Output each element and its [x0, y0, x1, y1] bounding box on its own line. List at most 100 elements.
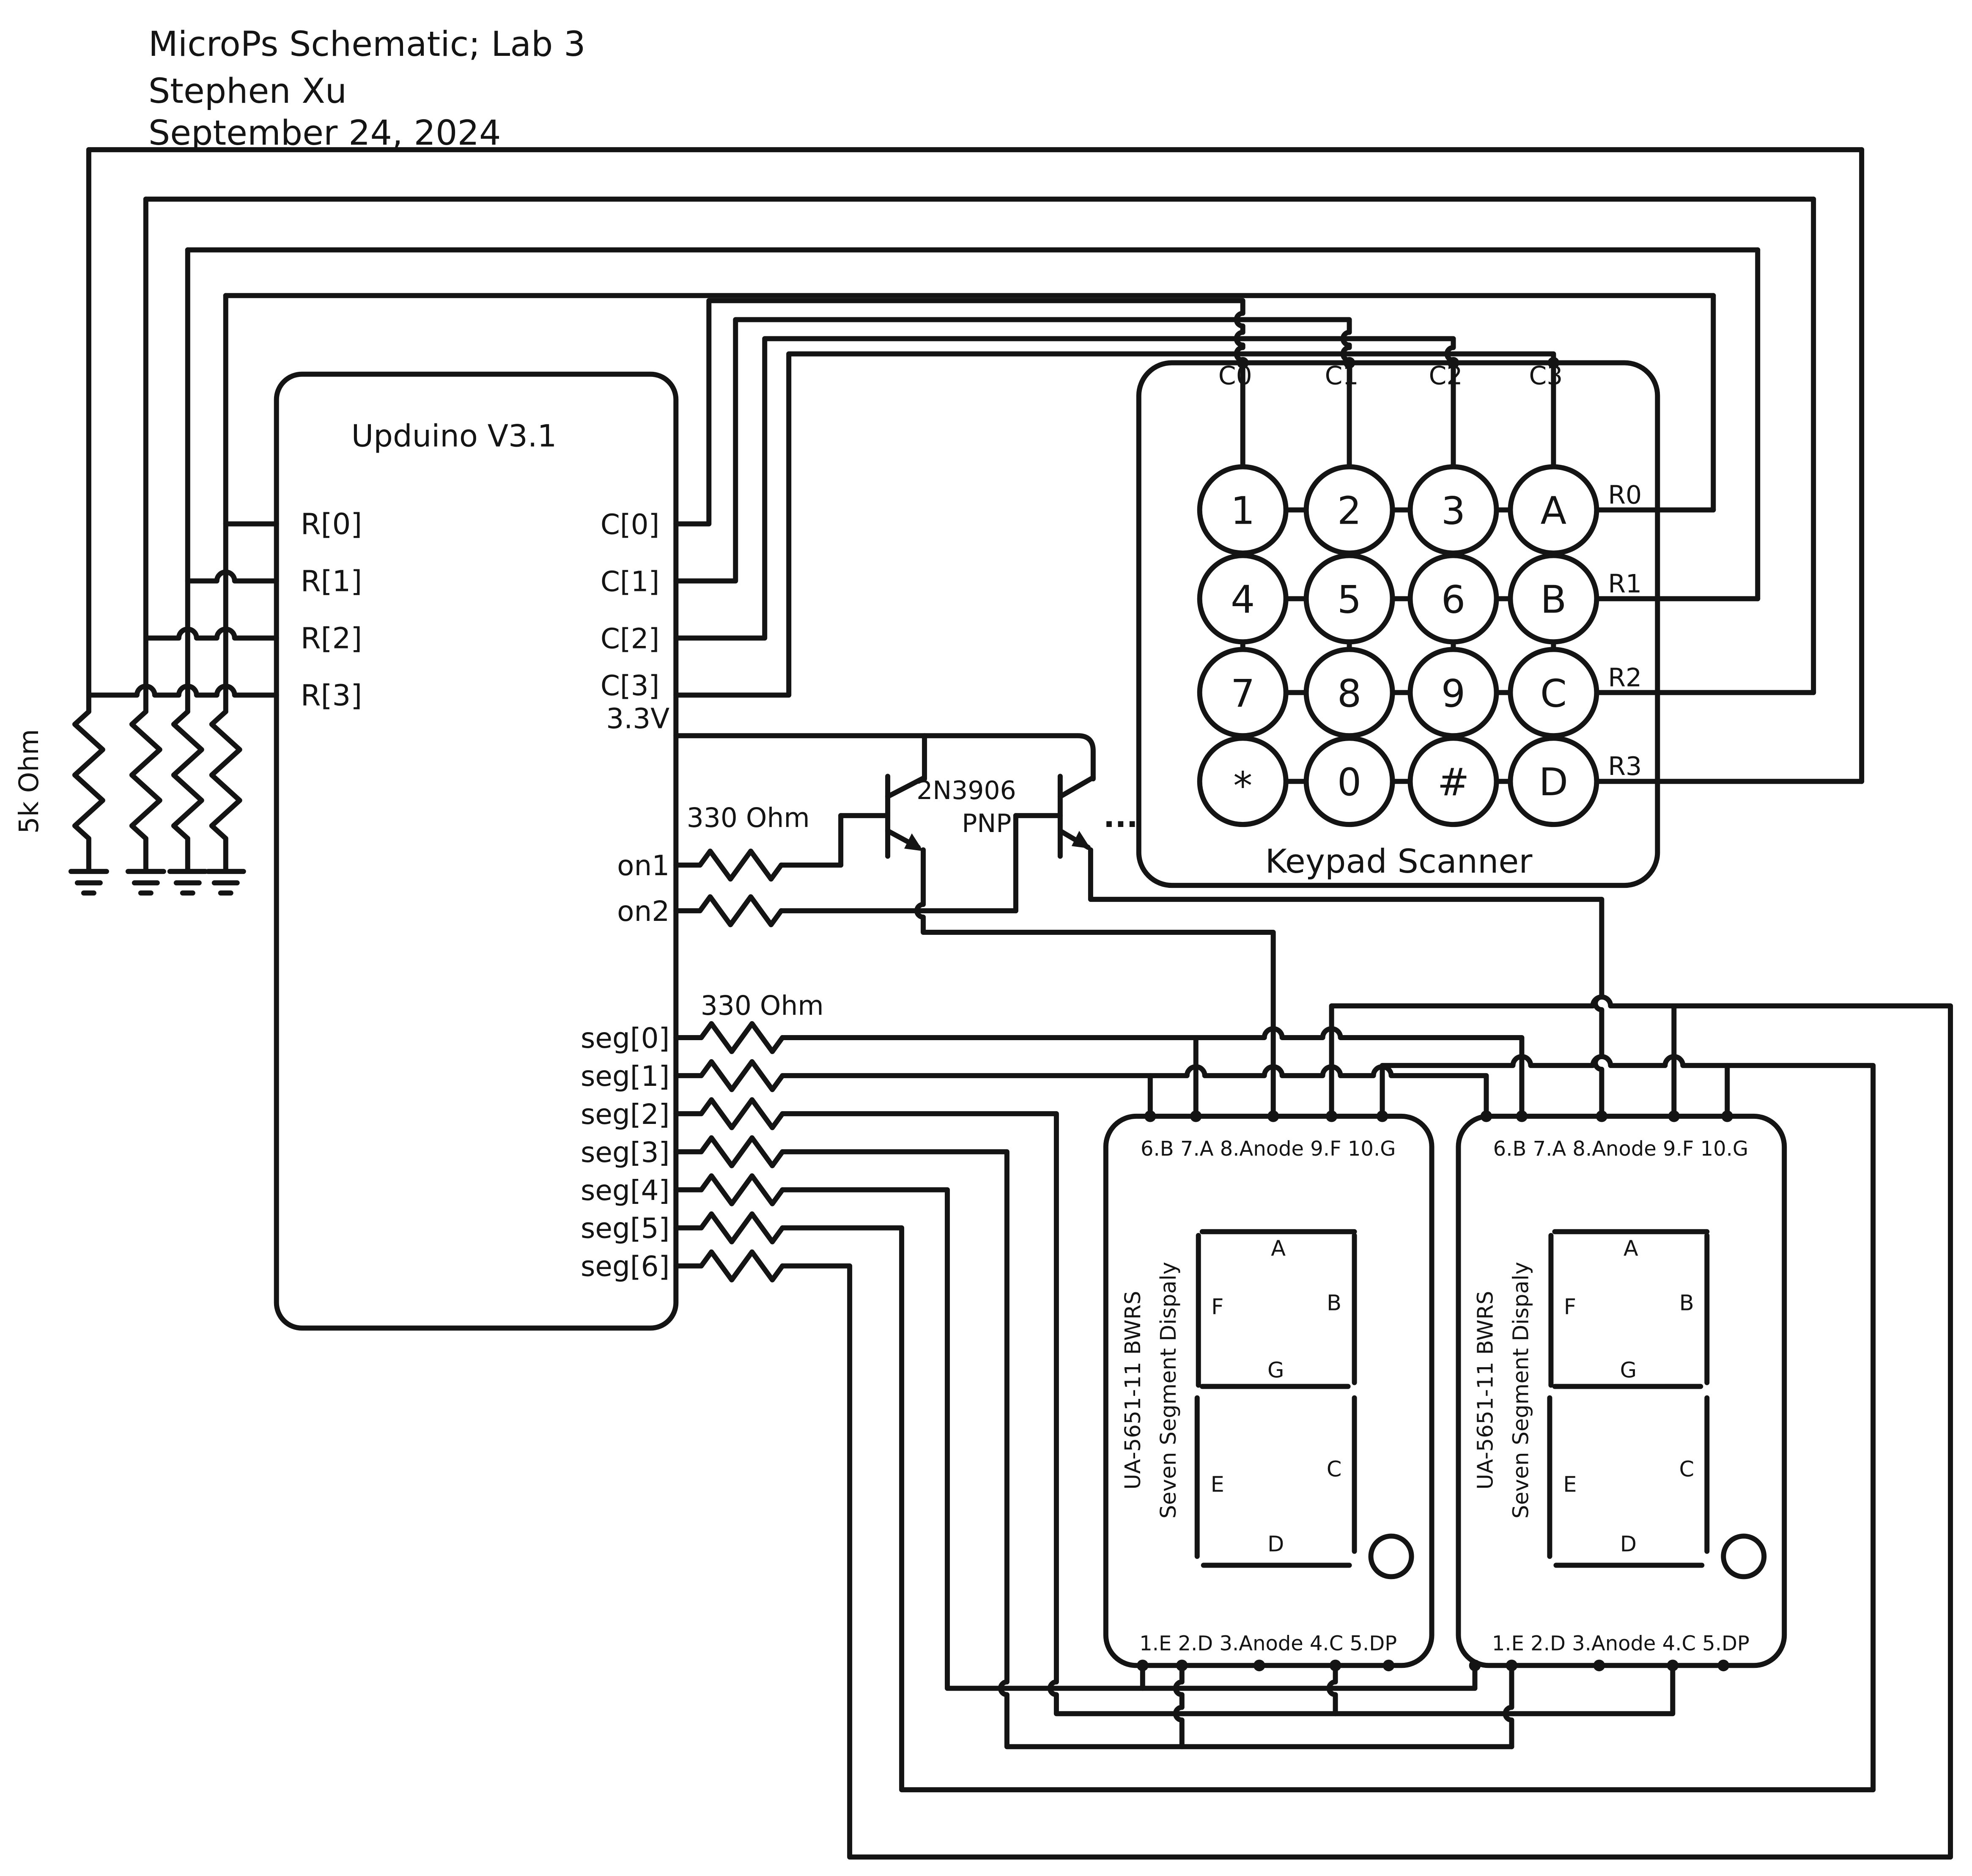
pin-dot: [1668, 1110, 1680, 1122]
keypad-key[interactable]: [1303, 464, 1395, 556]
pullup-resistor-0: [68, 709, 109, 896]
c3-wire: [673, 351, 1556, 698]
label-330-ohm-base: 330 Ohm: [687, 802, 810, 833]
keypad-col-c0: C0: [1218, 361, 1252, 391]
keypad-row-r2: R2: [1608, 663, 1642, 692]
seg5-wire: [780, 1054, 1876, 1793]
seven-segment-display-2-box: [1456, 1113, 1787, 1668]
pin-seg4: seg[4]: [581, 1174, 669, 1207]
pin-dot: [1237, 357, 1249, 369]
keypad-row-r3: R3: [1608, 752, 1642, 781]
display-1-dp-circle: [1368, 1533, 1414, 1579]
d2-seg-e-label: E: [1563, 1472, 1577, 1497]
pin-seg5: seg[5]: [581, 1212, 669, 1245]
d1-seg-b-label: B: [1327, 1291, 1341, 1316]
on2-resistor: [673, 894, 784, 928]
pin-dot: [1253, 1659, 1265, 1672]
d2-seg-f-label: F: [1564, 1295, 1576, 1320]
title-line-3: September 24, 2024: [148, 113, 501, 153]
keypad-title: Keypad Scanner: [1265, 843, 1533, 881]
c1-wire: [673, 317, 1352, 584]
pin-dot: [1516, 1110, 1528, 1122]
keypad-key[interactable]: [1197, 553, 1289, 645]
t2-arrow: [1071, 831, 1091, 849]
keypad-col-c1: C1: [1325, 361, 1359, 391]
pin-3v3: 3.3V: [606, 702, 669, 735]
d1-seg-c-label: C: [1327, 1457, 1342, 1482]
pin-dot: [1329, 1659, 1341, 1672]
display1-type-label: Seven Segment Dispaly: [1156, 1262, 1181, 1519]
display2-type-label: Seven Segment Dispaly: [1508, 1262, 1533, 1519]
pin-dot: [1717, 1659, 1730, 1672]
key-1: 1: [1231, 489, 1255, 533]
pin-c2: C[2]: [601, 622, 660, 655]
key-5: 5: [1337, 577, 1361, 622]
keypad-key[interactable]: [1407, 736, 1499, 827]
t1-arrow: [904, 833, 924, 851]
keypad-key[interactable]: [1303, 736, 1395, 827]
pin-dot: [1596, 1110, 1608, 1122]
d1-seg-g-label: G: [1267, 1358, 1284, 1383]
keypad-key[interactable]: [1508, 464, 1599, 556]
seg1-wire: [780, 1064, 1489, 1119]
keypad-row-r0: R0: [1608, 480, 1642, 510]
pin-dot: [1447, 357, 1459, 369]
pin-dot: [1176, 1659, 1188, 1672]
seg0-resistor: [673, 1021, 785, 1054]
keypad-key[interactable]: [1407, 553, 1499, 645]
pin-dot: [1593, 1659, 1605, 1672]
junction-dots: [1137, 357, 1733, 1672]
seg1-resistor: [673, 1059, 785, 1092]
pin-r1: R[1]: [301, 564, 362, 598]
d2-seg-c-label: C: [1679, 1457, 1694, 1482]
key-9: 9: [1441, 671, 1465, 716]
seg6-resistor: [673, 1249, 785, 1283]
title-line-2: Stephen Xu: [148, 71, 347, 111]
display-2-dp-circle: [1721, 1533, 1767, 1579]
seg3-resistor: [673, 1135, 785, 1168]
key-d: D: [1539, 760, 1568, 805]
keypad-col-c2: C2: [1429, 361, 1463, 391]
pin-r2: R[2]: [301, 621, 362, 655]
key-b: B: [1541, 577, 1567, 622]
pin-dot: [1667, 1659, 1679, 1672]
d1-seg-d-label: D: [1267, 1532, 1284, 1557]
key-8: 8: [1337, 671, 1361, 716]
d2-seg-d-label: D: [1620, 1532, 1637, 1557]
pin-r0: R[0]: [301, 507, 362, 541]
upduino-box: [274, 371, 679, 1331]
seg4-resistor: [673, 1173, 785, 1206]
key-7: 7: [1231, 671, 1255, 716]
pullup-resistor-2: [167, 709, 208, 896]
seg0-wire: [780, 1026, 1525, 1119]
pin-on2: on2: [617, 895, 669, 928]
key-6: 6: [1441, 577, 1465, 622]
pin-dot: [1137, 1659, 1149, 1672]
pullup-resistor-1: [125, 709, 166, 896]
keypad-key[interactable]: [1303, 553, 1395, 645]
pin-seg3: seg[3]: [581, 1136, 669, 1169]
keypad-key[interactable]: [1407, 464, 1499, 556]
d1-c-wire: [1326, 1663, 1338, 1717]
d1-seg-e-label: E: [1211, 1472, 1224, 1497]
d1-seg-f-label: F: [1211, 1295, 1223, 1320]
d1-d-wire: [1173, 1663, 1185, 1750]
display1-top-pins: 6.B 7.A 8.Anode 9.F 10.G: [1141, 1137, 1396, 1161]
pin-dot: [1721, 1110, 1733, 1122]
keypad-key[interactable]: [1197, 736, 1289, 827]
keypad-key[interactable]: [1508, 553, 1599, 645]
title-line-1: MicroPs Schematic; Lab 3: [148, 25, 586, 64]
keypad-key[interactable]: [1197, 464, 1289, 556]
keypad-key[interactable]: [1508, 736, 1599, 827]
d1-seg-a-label: A: [1271, 1236, 1286, 1261]
keypad-col-c3: C3: [1529, 361, 1563, 391]
label-330-ohm-seg: 330 Ohm: [701, 990, 824, 1021]
pin-seg1: seg[1]: [581, 1060, 669, 1093]
d2-seg-a-label: A: [1624, 1236, 1638, 1261]
pin-dot: [1376, 1110, 1388, 1122]
seg2-resistor: [673, 1097, 785, 1130]
pin-dot: [1382, 1659, 1395, 1672]
pin-dot: [1325, 1110, 1338, 1122]
seg5-resistor: [673, 1211, 785, 1244]
